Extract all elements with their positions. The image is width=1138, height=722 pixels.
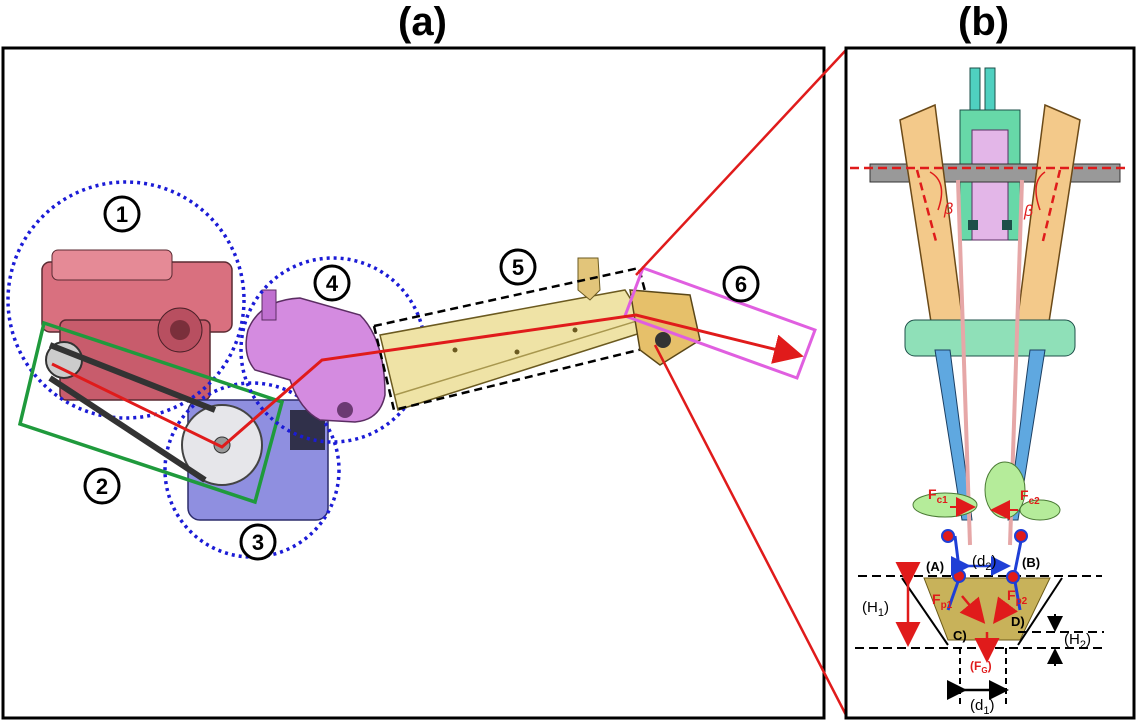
point-d-label: D) (1011, 614, 1025, 629)
component-badge-6: 6 (722, 265, 760, 303)
fp2-arrow (993, 596, 1018, 624)
gripper-detail-illustration (869, 67, 1121, 641)
belt-drive-box (17, 320, 285, 505)
fp1-arrow (959, 595, 986, 624)
belt-drive-illustration (45, 341, 217, 483)
zoom-line-top (635, 49, 847, 276)
component-badge-1: 1 (103, 195, 141, 233)
component-label-5: 5 (512, 255, 524, 280)
pot-wall-right (1017, 577, 1063, 646)
right-contact-upper (1014, 529, 1028, 543)
d1-label: (d1) (970, 697, 994, 717)
point-a-label: (A) (926, 559, 944, 574)
left-beta-arc (929, 171, 943, 211)
point-c-label: C) (953, 628, 967, 643)
fc2-label: Fc2 (1020, 487, 1040, 507)
panel-b-frame (844, 46, 1136, 720)
h2-label: (H2) (1064, 631, 1091, 651)
component-badge-2: 2 (83, 467, 121, 505)
d2-label: (d2) (972, 553, 996, 573)
fc1-label: Fc1 (928, 486, 948, 506)
component-badge-3: 3 (239, 523, 277, 561)
component-label-4: 4 (326, 271, 339, 296)
fp2-label: Fp2 (1007, 587, 1028, 607)
panel-a-frame (1, 46, 826, 720)
engine-region-ring (6, 180, 246, 420)
fg-label: (FG) (970, 659, 992, 675)
component-label-6: 6 (735, 272, 747, 297)
point-b-marker (1006, 570, 1020, 584)
gripper-illustration (629, 289, 701, 366)
right-beta-arc (1035, 171, 1046, 211)
power-path-arrow (51, 313, 804, 449)
panel-a-title: (a) (398, 0, 447, 44)
arm-region-box (372, 266, 661, 412)
fp1-label: Fp1 (932, 591, 953, 611)
component-badge-5: 5 (499, 248, 537, 286)
right-beta-label: β (1023, 203, 1033, 220)
left-beta-label: β (943, 201, 953, 218)
gripper-region-box (623, 266, 817, 380)
component-label-1: 1 (116, 202, 128, 227)
panel-b-title: (b) (958, 0, 1010, 44)
point-a-marker (952, 569, 966, 583)
component-label-2: 2 (96, 474, 108, 499)
left-contact-upper (941, 529, 955, 543)
component-badge-4: 4 (313, 264, 351, 302)
transmission-illustration (245, 289, 386, 423)
point-b-label: (B) (1022, 555, 1040, 570)
h1-label: (H1) (862, 599, 889, 619)
zoom-line-bottom (653, 344, 848, 716)
gearbox-region-ring (163, 381, 341, 559)
component-label-3: 3 (252, 530, 264, 555)
